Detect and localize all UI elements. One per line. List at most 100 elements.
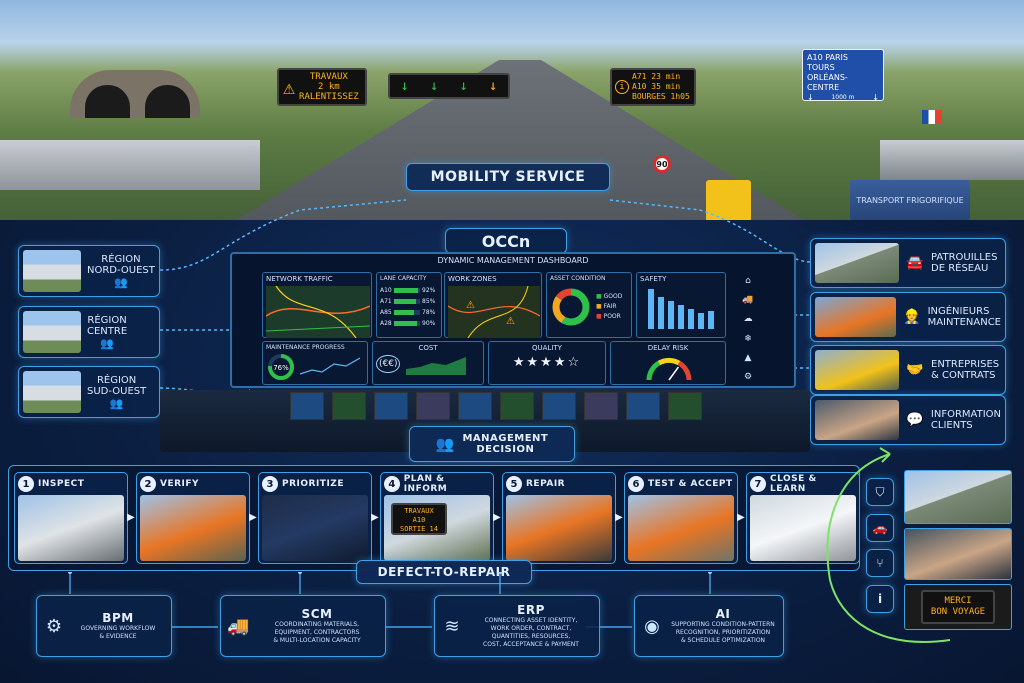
process-step-close-learn[interactable]: 7 CLOSE & LEARN: [746, 472, 860, 564]
traffic-map: [266, 286, 370, 338]
cloud-icon[interactable]: ☁: [743, 314, 753, 325]
step-number: 7: [750, 476, 766, 492]
travel-time-sign: i A71 23 min A10 35 min BOURGES 1h05: [610, 68, 696, 106]
lane-capacity-bar: [394, 310, 420, 315]
system-scm-card[interactable]: 🚚 SCM COORDINATING MATERIALS,EQUIPMENT, …: [220, 595, 386, 657]
office-building-photo: [23, 311, 81, 353]
quality-panel[interactable]: QUALITY ★★★★☆: [488, 341, 606, 385]
step-number: 4: [384, 476, 400, 492]
warning-triangle-icon: ⚠: [283, 75, 296, 99]
safety-bar-chart: [648, 289, 714, 329]
region-sud-ouest-card[interactable]: RÉGION SUD-OUEST 👥: [18, 366, 160, 418]
lane-capacity-bar: [394, 299, 420, 304]
region-centre-card[interactable]: RÉGION CENTRE 👥: [18, 306, 160, 358]
bridge-icon[interactable]: ⌂: [745, 276, 751, 286]
step-photo: [628, 495, 734, 561]
lane-capacity-bar: [394, 288, 420, 293]
system-erp-card[interactable]: ≋ ERP CONNECTING ASSET IDENTITY,WORK ORD…: [434, 595, 600, 657]
process-step-test-accept[interactable]: 6 TEST & ACCEPT: [624, 472, 738, 564]
safety-panel[interactable]: SAFETY: [636, 272, 726, 338]
maintenance-progress-panel[interactable]: MAINTENANCE PROGRESS 76%: [262, 341, 368, 385]
lane-capacity-row: A10 92%: [380, 287, 436, 294]
workflow-gear-icon: ⚙: [45, 615, 63, 637]
partner-entreprises-card[interactable]: 🤝 ENTREPRISES& CONTRATS: [810, 345, 1006, 395]
car-icon[interactable]: 🚗: [866, 513, 894, 542]
arrow-down-icon: ↓: [489, 78, 498, 94]
people-group-icon: 👥: [435, 435, 455, 453]
direction-sign: A10 PARIS TOURS ORLÉANS-CENTRE ↓1000 m↓: [802, 49, 884, 102]
desk-monitors: [246, 392, 746, 422]
ai-brain-icon: ◉: [644, 615, 660, 637]
dashboard-side-icons: ⌂ 🚚 ☁ ❄ ▲ ⚙: [734, 276, 762, 382]
step-number: 6: [628, 476, 644, 492]
info-icon: i: [615, 80, 629, 94]
step-number: 5: [506, 476, 522, 492]
step-number: 1: [18, 476, 34, 492]
quality-star-icon: ★: [553, 355, 568, 370]
highway-aerial-photo: [904, 470, 1012, 524]
truck-icon[interactable]: 🚚: [742, 295, 754, 306]
network-traffic-panel[interactable]: NETWORK TRAFFIC: [262, 272, 372, 338]
info-icon[interactable]: i: [866, 584, 894, 613]
arrow-down-icon: ↓: [400, 78, 409, 94]
patrol-car-photo: [815, 243, 899, 283]
seat-icon[interactable]: ⑂: [866, 549, 894, 578]
step-photo: [140, 495, 246, 561]
office-building-photo: [23, 250, 81, 292]
step-arrow-icon: ▶: [493, 512, 501, 523]
maintenance-trend-line: [300, 357, 360, 375]
shield-icon[interactable]: ⛉: [866, 478, 894, 506]
service-station: [880, 140, 1024, 180]
work-zones-panel[interactable]: WORK ZONES ⚠⚠: [444, 272, 542, 338]
gear-icon[interactable]: ⚙: [743, 371, 753, 382]
arrow-down-icon: ↓: [459, 78, 468, 94]
car-occupants-photo: [904, 528, 1012, 580]
euro-icon: (€€): [376, 355, 401, 373]
people-group-icon: 👥: [114, 275, 128, 289]
process-steps: 1 INSPECT ▶ 2 VERIFY ▶ 3 PRIORITIZE ▶ 4 …: [14, 472, 860, 566]
process-step-inspect[interactable]: 1 INSPECT: [14, 472, 128, 564]
contractors-photo: [815, 350, 899, 390]
process-step-prioritize[interactable]: 3 PRIORITIZE: [258, 472, 372, 564]
step-number: 2: [140, 476, 156, 492]
cost-area-chart: [406, 357, 467, 375]
driver-photo: [815, 400, 899, 440]
step-photo: [262, 495, 368, 561]
tunnel-opening-left: [85, 85, 130, 118]
handshake-icon: 🤝: [906, 362, 924, 378]
right-icon-column: ⛉ 🚗 ⑂ i: [864, 478, 896, 613]
systems-connectors: [68, 572, 712, 628]
asset-condition-panel[interactable]: ASSET CONDITION ■ GOOD ■ FAIR ■ POOR: [546, 272, 632, 338]
lane-arrows-sign: ↓ ↓ ↓ ↓: [388, 73, 510, 99]
roadwork-warning-sign: ⚠ TRAVAUX 2 km RALENTISSEZ: [277, 68, 367, 106]
step-arrow-icon: ▶: [737, 512, 745, 523]
occn-label: OCCn: [445, 228, 567, 254]
snowflake-icon[interactable]: ❄: [744, 333, 752, 344]
cost-panel[interactable]: COST (€€): [372, 341, 484, 385]
toll-plaza: [0, 140, 260, 190]
systems-row: ⚙ BPM GOVERNING WORKFLOW& EVIDENCE 🚚 SCM…: [36, 595, 786, 657]
lane-capacity-panel[interactable]: LANE CAPACITY A10 92%A71 85%A85 78%A28 9…: [376, 272, 442, 338]
delivery-truck-icon: 🚚: [227, 615, 250, 637]
speed-limit-sign: 90: [653, 155, 671, 173]
mountain-icon[interactable]: ▲: [744, 352, 752, 363]
delay-risk-gauge: [646, 357, 692, 381]
process-step-verify[interactable]: 2 VERIFY: [136, 472, 250, 564]
arrow-down-icon: ↓: [430, 78, 439, 94]
process-step-repair[interactable]: 5 REPAIR: [502, 472, 616, 564]
management-decision-label: 👥 MANAGEMENT DECISION: [409, 426, 575, 462]
system-bpm-card[interactable]: ⚙ BPM GOVERNING WORKFLOW& EVIDENCE: [36, 595, 172, 657]
step-arrow-icon: ▶: [615, 512, 623, 523]
delay-risk-panel[interactable]: DELAY RISK: [610, 341, 726, 385]
quality-star-icon: ★: [540, 355, 554, 370]
quality-star-icon: ★: [512, 355, 527, 370]
region-nord-ouest-card[interactable]: RÉGION NORD-OUEST 👥: [18, 245, 160, 297]
merci-bon-voyage-sign: MERCI BON VOYAGE: [904, 584, 1012, 630]
database-icon: ≋: [444, 615, 460, 637]
